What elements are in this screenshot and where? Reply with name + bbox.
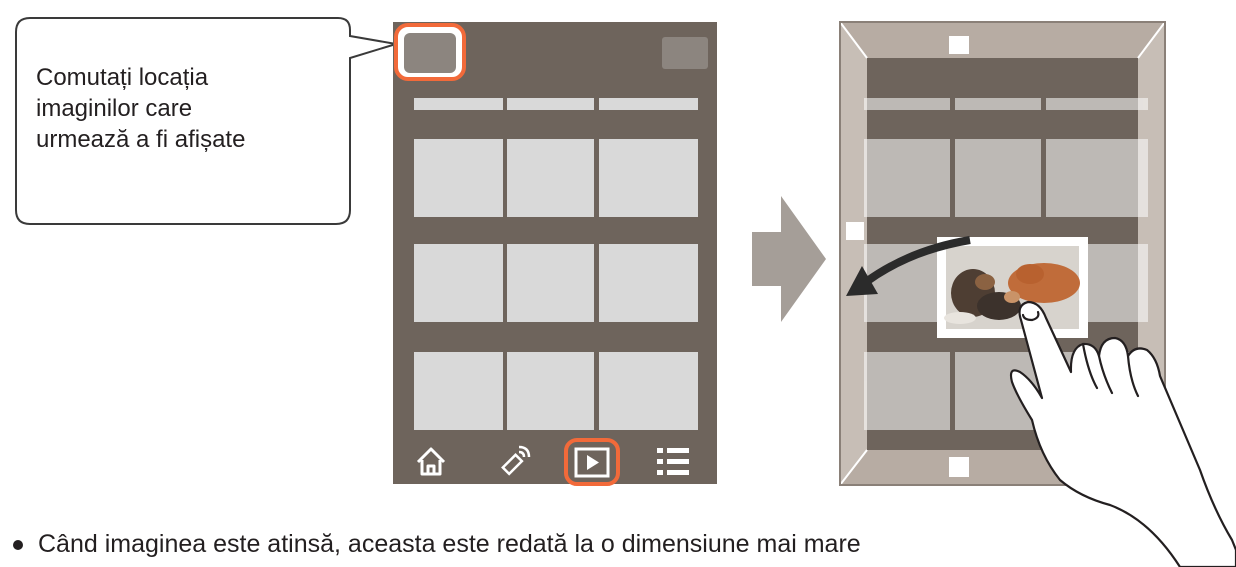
header-bar — [507, 98, 594, 110]
top-right-button[interactable] — [662, 37, 708, 69]
thumbnail[interactable] — [507, 352, 594, 430]
camera-screen-left — [393, 22, 717, 484]
frame-marker — [846, 222, 864, 240]
frame-marker — [949, 457, 969, 477]
thumbnail[interactable] — [599, 139, 698, 217]
callout-line: urmează a fi afișate — [36, 124, 336, 155]
menu-icon[interactable] — [657, 448, 689, 475]
header-bar — [599, 98, 698, 110]
hand-illustration — [1011, 302, 1236, 567]
thumbnail[interactable] — [507, 139, 594, 217]
callout-line: Comutați locația — [36, 62, 336, 93]
callout-line: imaginilor care — [36, 93, 336, 124]
header-bar — [414, 98, 503, 110]
bullet-point — [13, 540, 23, 550]
right-arrow-icon — [752, 196, 826, 322]
thumbnail[interactable] — [414, 139, 503, 217]
thumbnail[interactable] — [414, 244, 503, 322]
thumbnail[interactable] — [599, 244, 698, 322]
callout-text: Comutați locația imaginilor care urmează… — [36, 62, 336, 155]
frame-marker — [949, 36, 969, 54]
thumbnail[interactable] — [414, 352, 503, 430]
thumbnail[interactable] — [599, 352, 698, 430]
enlarged-photo[interactable] — [937, 237, 1088, 338]
caption-text: Când imaginea este atinsă, aceasta este … — [38, 530, 861, 559]
thumbnail[interactable] — [507, 244, 594, 322]
